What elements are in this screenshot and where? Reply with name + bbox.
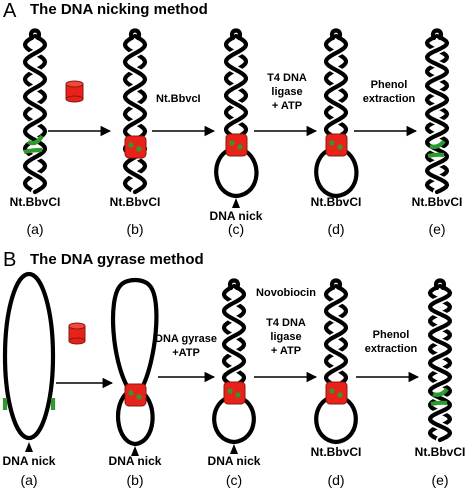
step-text-ligase-line2: ligase: [270, 331, 301, 343]
step-text-gyrase-line1: DNA gyrase: [155, 333, 217, 345]
step-text-ligase-line1: T4 DNA: [267, 72, 307, 84]
panel-a-letter: A: [3, 0, 17, 22]
site-label: Nt.BbvCI: [10, 195, 61, 209]
step-text-gyrase-line2: +ATP: [172, 347, 200, 359]
nick-label: DNA nick: [210, 209, 263, 223]
site-label: Nt.BbvCI: [110, 195, 161, 209]
nick-label: DNA nick: [208, 454, 261, 468]
site-label: Nt.BbvCI: [311, 195, 362, 209]
step-text-phenol-line2: extraction: [363, 93, 416, 105]
enzyme-bound-icon: [325, 133, 348, 157]
nick-label: DNA nick: [109, 454, 162, 468]
dna-a3: [214, 28, 259, 199]
step-text-phenol-line1: Phenol: [373, 329, 410, 341]
step-label-b: (b): [126, 472, 143, 488]
nick-label: DNA nick: [3, 454, 56, 468]
panel-b-letter: B: [3, 249, 16, 271]
dna-a1: [20, 28, 50, 196]
step-text-novobiocin: Novobiocin: [256, 287, 316, 299]
step-label-a: (a): [26, 221, 43, 237]
site-label: Nt.BbvCI: [415, 445, 466, 459]
step-text-ligase-line3: + ATP: [272, 100, 302, 112]
step-label-d: (d): [327, 472, 344, 488]
step-label-b: (b): [126, 221, 143, 237]
dna-b4: [314, 278, 358, 445]
enzyme-bound-icon: [225, 133, 248, 157]
nick-pointer-icon: [232, 198, 240, 208]
step-label-c: (c): [228, 221, 244, 237]
step-text-ligase-line3: + ATP: [271, 345, 301, 357]
step-label-d: (d): [327, 221, 344, 237]
site-label: Nt.BbvCI: [311, 445, 362, 459]
dna-a5: [422, 28, 452, 196]
dna-a2: [120, 28, 150, 196]
enzyme-icon: [65, 80, 84, 103]
step-label-e: (e): [431, 472, 448, 488]
step-text-ligase-line2: ligase: [271, 86, 302, 98]
dna-b3: [212, 278, 256, 445]
step-label-c: (c): [226, 472, 242, 488]
step-label-e: (e): [428, 221, 445, 237]
panel-b-title: The DNA gyrase method: [30, 251, 204, 268]
step-text-phenol-line2: extraction: [365, 343, 418, 355]
step-label-a: (a): [20, 472, 37, 488]
step-text-phenol-line1: Phenol: [371, 79, 408, 91]
nick-pointer-icon: [230, 444, 238, 454]
panel-a-title: The DNA nicking method: [30, 1, 208, 18]
dna-b1: [2, 271, 56, 441]
nick-pointer-icon: [131, 446, 139, 456]
dna-b5: [425, 278, 455, 444]
step-text-ligase-line1: T4 DNA: [266, 317, 306, 329]
dna-b2: [110, 277, 159, 447]
enzyme-bound-icon: [124, 135, 147, 159]
nick-pointer-icon: [25, 442, 33, 452]
enzyme-icon: [68, 322, 86, 345]
step-text-nicking-enzyme: Nt.BbvcI: [156, 93, 201, 105]
dna-a4: [314, 28, 359, 199]
site-label: Nt.BbvCI: [412, 195, 463, 209]
